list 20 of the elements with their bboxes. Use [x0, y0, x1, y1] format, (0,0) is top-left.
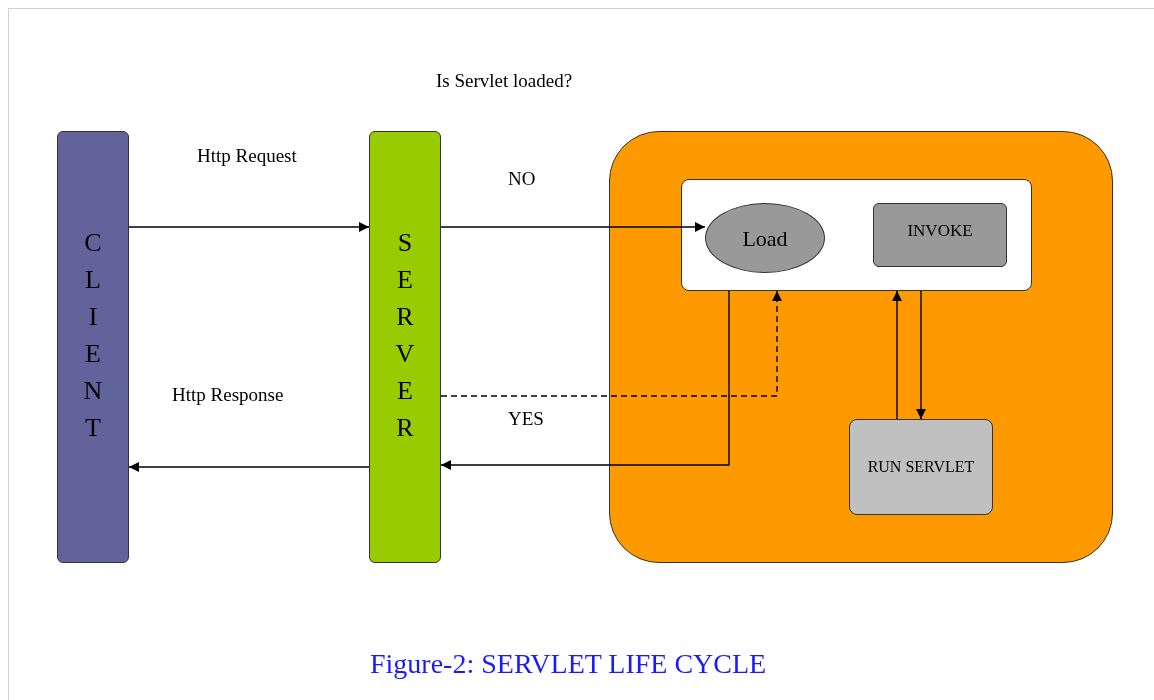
arrow: [128, 222, 370, 232]
figure-caption: Figure-2: SERVLET LIFE CYCLE: [370, 648, 767, 680]
node-label: INVOKE: [907, 220, 973, 242]
server-bar: [369, 131, 441, 563]
node-label: Load: [742, 224, 788, 253]
inner-box: [681, 179, 1032, 291]
arrow: [440, 290, 730, 470]
arrow: [892, 290, 902, 420]
run-servlet-box: [849, 419, 993, 515]
arrow: [916, 290, 926, 420]
note-text: Is Servlet loaded?: [436, 70, 573, 92]
node-label: CLIENT: [83, 227, 103, 444]
container-panel: [609, 131, 1113, 563]
arrow: [440, 222, 706, 232]
arrow: [128, 462, 370, 472]
node-label: RUN SERVLET: [867, 457, 975, 477]
invoke-box: [873, 203, 1007, 267]
node-label: SERVER: [395, 227, 415, 444]
arrow: [440, 290, 782, 397]
client-bar: [57, 131, 129, 563]
